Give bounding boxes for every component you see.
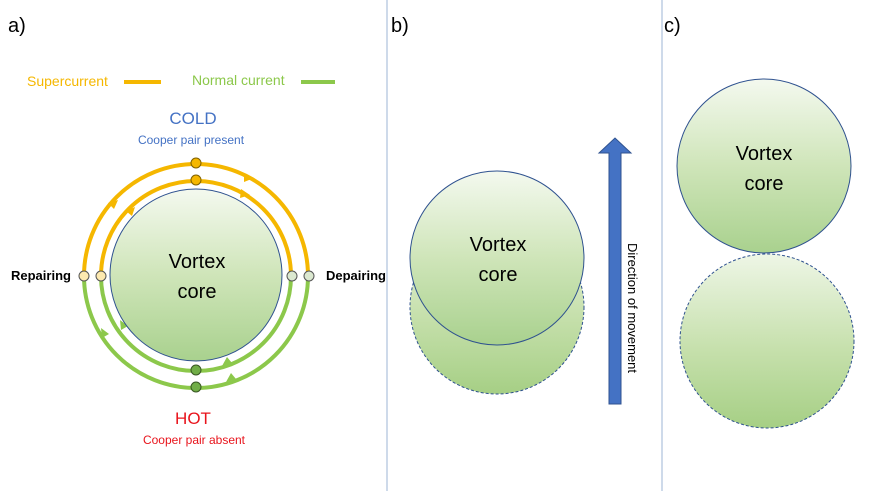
hot-subtitle: Cooper pair absent — [143, 433, 246, 447]
node-left-outer — [78, 270, 90, 282]
node-top-inner — [190, 174, 202, 186]
node-right-inner — [286, 270, 298, 282]
panel-a: a) Supercurrent Normal current COLD Coop… — [8, 15, 386, 447]
flow-arrow-inner-top-left — [126, 207, 135, 216]
node-right-outer — [303, 270, 315, 282]
node-bottom-inner — [190, 364, 202, 376]
vortex-core-c-line2: core — [745, 173, 784, 195]
vortex-core-b-line2: core — [479, 264, 518, 286]
flow-arrow-outer-bottom-left — [101, 328, 109, 338]
vortex-core-a-line2: core — [178, 281, 217, 303]
direction-label: Direction of movement — [625, 243, 640, 373]
node-top-outer — [190, 157, 202, 169]
legend-normal-current-label: Normal current — [192, 72, 285, 88]
flow-arrow-outer-bottom-right — [226, 373, 236, 382]
vortex-core-a-line1: Vortex — [169, 251, 226, 273]
vortex-core-b-line1: Vortex — [470, 234, 527, 256]
vortex-core-b — [409, 170, 585, 346]
panel-a-label: a) — [8, 15, 26, 37]
vortex-core-c-line1: Vortex — [736, 143, 793, 165]
flow-arrow-outer-top-right — [244, 173, 254, 182]
panel-b-label: b) — [391, 15, 409, 37]
hot-title: HOT — [175, 409, 211, 428]
flow-arrow-inner-bottom-left — [120, 320, 128, 330]
panel-c: c) Vortex core — [664, 15, 855, 429]
cold-subtitle: Cooper pair present — [138, 133, 245, 147]
legend-supercurrent-label: Supercurrent — [27, 73, 108, 89]
vortex-core-c — [676, 78, 852, 254]
node-left-inner — [95, 270, 107, 282]
panel-b: b) Vortex core Direction of movement — [391, 15, 640, 405]
repairing-label: Repairing — [11, 268, 71, 283]
depairing-label: Depairing — [326, 268, 386, 283]
flow-arrow-inner-bottom-right — [222, 357, 232, 366]
cold-title: COLD — [169, 109, 216, 128]
direction-arrow — [597, 137, 633, 405]
vortex-core-a — [109, 188, 283, 362]
panel-c-label: c) — [664, 15, 681, 37]
flow-arrow-inner-top-right — [240, 189, 250, 198]
flow-arrow-outer-top-left — [108, 200, 118, 209]
node-bottom-outer — [190, 381, 202, 393]
vortex-core-c-ghost — [679, 253, 855, 429]
